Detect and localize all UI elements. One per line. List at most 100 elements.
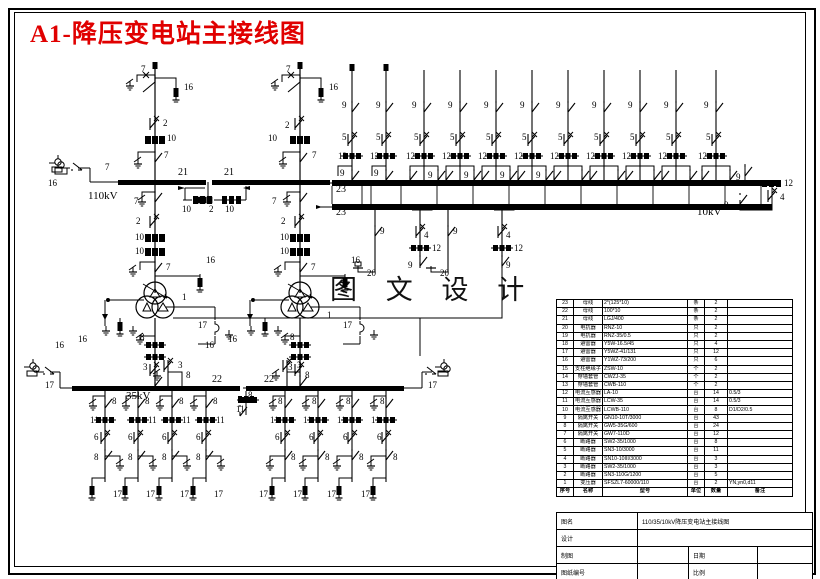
lv-feeder (371, 64, 398, 181)
mv-bus-right-tag: 22 (264, 374, 274, 385)
bom-cell-model: ZSW-10 (602, 364, 688, 374)
lv-coupler-ct-tag: 12 (784, 178, 793, 188)
bom-cell-unit: 台 (687, 413, 705, 423)
bom-cell-model: CWB-110 (602, 380, 688, 391)
lv4-ds2-tag: 9 (464, 170, 469, 180)
mvR4-ds-tag: 8 (380, 396, 385, 406)
tr2-mv-ds-tag: 8 (290, 332, 295, 342)
bom-cell-remark (727, 470, 793, 481)
lv1-ct-tag: 12 (338, 151, 347, 161)
lv4-cb-tag: 5 (450, 132, 455, 142)
lv-bus-coupler-right (739, 164, 782, 211)
bom-cell-no: 11 (556, 397, 574, 407)
lv4-ct-tag: 12 (442, 151, 451, 161)
lv1-ds-tag: 9 (342, 100, 347, 110)
bom-cell-model: 2*(125*10) (602, 298, 688, 309)
tr2-ct1-tag: 10 (280, 232, 289, 242)
mv-tie-breaker-right (271, 357, 301, 386)
hv-coupler-breaker-tag: 2 (209, 204, 214, 214)
bom-cell-remark: D1/D2/0.5 (727, 405, 793, 415)
lv3-ds-tag: 9 (412, 100, 417, 110)
mv-tie-ds2-right-tag: 8 (305, 370, 310, 380)
lv4-ds-tag: 9 (448, 100, 453, 110)
mv-vt-left-tag: 17 (45, 380, 54, 390)
lv6-ds2-tag: 9 (536, 170, 541, 180)
mvR4-ds2-tag: 8 (393, 452, 398, 462)
hv-vt-ds-tag: 7 (105, 162, 110, 172)
mv-tie-sect-tag: 8 (248, 390, 253, 400)
mvL4-cb-tag: 6 (196, 432, 201, 442)
tb-project-label: 图名 (556, 512, 638, 530)
bom-cell-unit: 台 (687, 470, 705, 481)
mvR4-ct-tag: 11 (371, 415, 380, 425)
mvR1-cb-tag: 6 (275, 432, 280, 442)
bom-cell-remark (727, 315, 793, 325)
lv2-ct-tag: 12 (370, 151, 379, 161)
bom-cell-unit: 只 (687, 356, 705, 366)
bom-cell-qty: 14 (704, 389, 728, 399)
bom-cell-qty: 6 (704, 356, 728, 366)
tr1-reactor-tag: 17 (198, 320, 207, 330)
lv-tr-incomer-b (426, 210, 456, 273)
bom-cell-no: 3 (556, 462, 574, 472)
bom-header-cell: 序号 (556, 487, 574, 497)
lv11-cb-tag: 5 (706, 132, 711, 142)
tr1-mv-tie-tag: 3 (143, 362, 148, 372)
bom-cell-remark (727, 348, 793, 358)
mv-bus-right (246, 386, 404, 391)
lv3-ct-tag: 12 (406, 151, 415, 161)
bom-cell-model: GW5-35G/600 (602, 421, 688, 432)
bom-cell-model: SN10-10III/3000 (602, 454, 688, 464)
bom-cell-no: 1 (556, 479, 574, 489)
mv-vt-left (23, 358, 72, 389)
mv-vt-right (404, 358, 451, 389)
tb-stage-label: 设计 (556, 529, 638, 547)
lv10-ds-tag: 9 (664, 100, 669, 110)
bom-cell-model: GW7-110D (602, 429, 688, 440)
bom-cell-remark: 0.5/3 (727, 389, 793, 399)
bom-cell-remark (727, 413, 793, 423)
hv-to-transformer-2 (273, 185, 350, 293)
bom-cell-name: 穿墙套管 (573, 372, 603, 382)
bom-cell-unit: 台 (687, 429, 705, 440)
bom-cell-name: 避雷器 (573, 348, 603, 358)
bom-cell-name: 断路器 (573, 470, 603, 481)
lv-inc-a-ds-tag: 9 (380, 226, 385, 236)
bom-cell-qty: 5 (704, 470, 728, 481)
mvR1-arr-tag: 17 (259, 489, 268, 499)
bom-cell-model: SW2-35/1000 (602, 438, 688, 448)
lv-feeder (481, 70, 518, 181)
bom-cell-qty: 3 (704, 454, 728, 464)
lv-feeder (337, 64, 364, 181)
tr2-ct2-tag: 10 (280, 246, 289, 256)
drawing-frame-outer (8, 8, 816, 575)
lv5-ds2-tag: 9 (500, 170, 505, 180)
mvL1-ds-tag: 8 (112, 396, 117, 406)
bom-cell-name: 母线 (573, 298, 603, 309)
lv-coupler-cb-tag: 4 (780, 192, 785, 202)
mv-bus-left-tag: 22 (212, 374, 222, 385)
lv-tr-incomer-a (353, 210, 383, 273)
tb-checker-label: 图纸编号 (556, 563, 638, 579)
hv-bus-ds-tag-2: 7 (134, 196, 139, 206)
lv-tr-a-ds-tag: 9 (408, 260, 413, 270)
mvR2-cb-tag: 6 (309, 432, 314, 442)
tb-date-label: 日期 (688, 546, 758, 564)
bom-cell-model: Y5W-16.5/45 (602, 339, 688, 350)
hv2-ds-tag: 7 (312, 150, 317, 160)
bom-cell-unit: 条 (687, 315, 705, 325)
bom-cell-remark: 0.5/3 (727, 397, 793, 407)
tb-designer-value (637, 546, 689, 564)
bom-cell-no: 7 (556, 429, 574, 440)
bom-cell-unit: 台 (687, 405, 705, 415)
bom-cell-no: 8 (556, 421, 574, 432)
bom-cell-qty: 2 (704, 323, 728, 333)
